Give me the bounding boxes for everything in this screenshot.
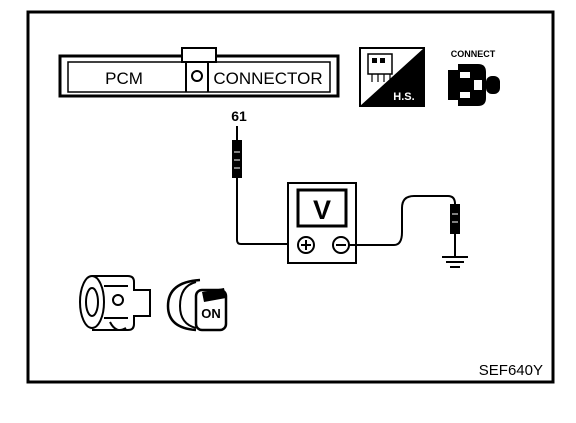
positive-terminal-icon: [297, 236, 315, 254]
connector-lock-tab: [181, 47, 217, 63]
key-head: [194, 288, 228, 332]
ignition-switch-icon: [79, 275, 151, 331]
connector-pin-icon: [191, 70, 203, 82]
hs-badge-label: H.S.: [393, 91, 414, 103]
voltmeter-symbol: V: [313, 195, 331, 225]
positive-test-probe: [232, 126, 242, 178]
connect-badge: CONNECT: [448, 49, 500, 106]
negative-test-lead: [349, 195, 456, 246]
ground-test-probe: [450, 204, 460, 257]
ignition-key-icon: ON: [166, 278, 228, 332]
harness-connector-icon: [367, 53, 393, 82]
pcm-connector: PCM CONNECTOR: [58, 47, 340, 98]
terminal-number: 61: [231, 108, 247, 124]
ground-icon: [442, 256, 468, 268]
harness-side-badge: H.S.: [359, 47, 425, 107]
voltmeter-display: [296, 188, 348, 228]
connect-plug-icon: [448, 64, 500, 106]
reference-code: SEF640Y: [479, 362, 543, 379]
diagram-frame: [26, 10, 555, 384]
positive-test-lead: [236, 178, 300, 245]
voltmeter: V: [287, 182, 357, 264]
hs-badge-shade: [360, 48, 424, 106]
probe-handle: [232, 140, 242, 178]
connect-label: CONNECT: [451, 49, 496, 59]
probe-handle: [450, 204, 460, 234]
pcm-label: PCM: [105, 69, 143, 88]
negative-terminal-icon: [332, 236, 350, 254]
key-on-label: ON: [201, 306, 221, 321]
connector-label: CONNECTOR: [213, 69, 322, 88]
